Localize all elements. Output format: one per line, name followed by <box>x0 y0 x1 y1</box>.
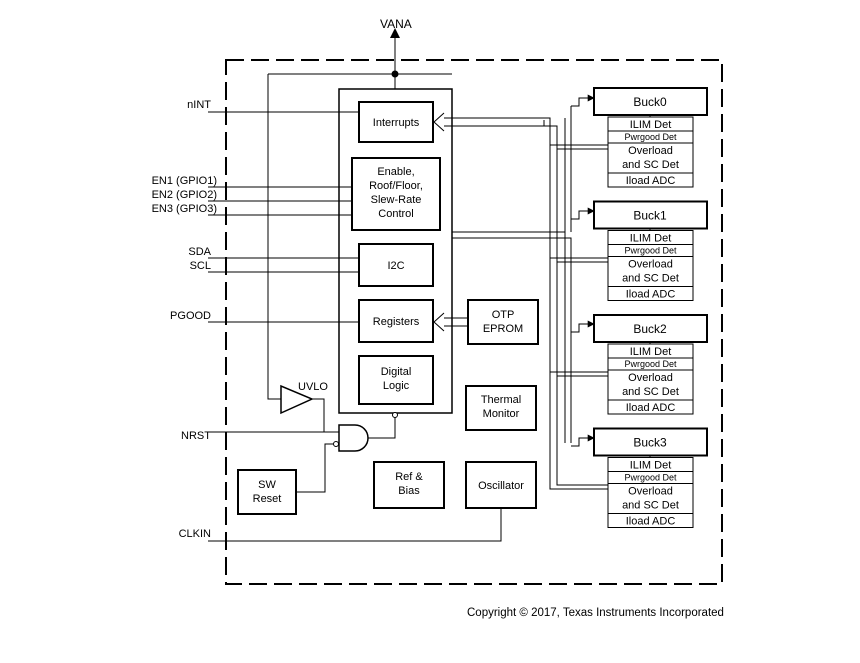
buck-name: Buck1 <box>633 209 667 223</box>
pin-en1: EN1 (GPIO1) <box>152 175 352 188</box>
interrupts-label: Interrupts <box>373 117 420 129</box>
pin-scl-label: SCL <box>190 260 211 272</box>
ref-bias-label: Ref &Bias <box>395 471 423 497</box>
buck-row-label: Overload <box>628 145 673 157</box>
buck-name: Buck0 <box>633 95 667 109</box>
pin-pgood: PGOOD <box>170 310 359 323</box>
buck-row <box>607 369 694 401</box>
uvlo-label: UVLO <box>298 381 328 393</box>
buck-header <box>593 314 708 343</box>
buck-row-label: Pwrgood Det <box>624 473 677 483</box>
vana-label: VANA <box>380 17 412 31</box>
buck-row-label: and SC Det <box>622 273 679 285</box>
pin-en1-label: EN1 (GPIO1) <box>152 175 217 187</box>
registers-label: Registers <box>373 316 420 328</box>
buck-row-label: and SC Det <box>622 159 679 171</box>
buck-row-label: ILIM Det <box>630 232 672 244</box>
pin-clkin: CLKIN <box>179 508 502 542</box>
pin-sda: SDA <box>188 246 359 259</box>
buck-row-label: Pwrgood Det <box>624 359 677 369</box>
registers-block: Registers <box>358 299 434 343</box>
buck-row-label: Pwrgood Det <box>624 132 677 142</box>
oscillator-label: Oscillator <box>478 480 524 492</box>
buck-row <box>607 142 694 174</box>
buck-row-label: Overload <box>628 486 673 498</box>
buck-row-label: Overload <box>628 259 673 271</box>
buck-row-label: and SC Det <box>622 386 679 398</box>
control-bus <box>452 94 595 447</box>
pin-pgood-label: PGOOD <box>170 310 211 322</box>
pin-en2: EN2 (GPIO2) <box>152 189 352 202</box>
pin-nrst-label: NRST <box>181 430 211 442</box>
oscillator-block: Oscillator <box>465 461 537 509</box>
buck-name: Buck2 <box>633 322 667 336</box>
buck-row-label: ILIM Det <box>630 119 672 131</box>
buck-row <box>607 172 694 188</box>
buck-header <box>593 427 708 457</box>
i2c-block: I2C <box>358 243 434 287</box>
i2c-label: I2C <box>387 260 404 272</box>
buck-name: Buck3 <box>633 436 667 450</box>
reset-and-gate <box>296 412 398 493</box>
buck-row-label: Iload ADC <box>626 402 676 414</box>
pin-sda-label: SDA <box>188 246 211 258</box>
buck-row <box>607 483 694 514</box>
buck-row <box>607 286 694 301</box>
interrupts-block: Interrupts <box>358 101 434 143</box>
buck-row-label: Pwrgood Det <box>624 246 677 256</box>
buck-row-label: and SC Det <box>622 500 679 512</box>
pin-en2-label: EN2 (GPIO2) <box>152 189 217 201</box>
pin-en3-label: EN3 (GPIO3) <box>152 203 217 215</box>
buck-row <box>607 513 694 528</box>
ref-bias-block: Ref &Bias <box>373 461 445 509</box>
pin-clkin-label: CLKIN <box>179 528 211 540</box>
copyright: Copyright © 2017, Texas Instruments Inco… <box>467 607 724 619</box>
uvlo-buffer: UVLO <box>280 381 339 433</box>
pin-scl: SCL <box>190 260 359 273</box>
vana-supply: VANA <box>380 17 412 78</box>
buck-row-label: Iload ADC <box>626 515 676 527</box>
buck-row <box>607 256 694 287</box>
buck-row <box>607 399 694 415</box>
pin-en3: EN3 (GPIO3) <box>152 203 352 216</box>
pin-nint: nINT <box>187 99 359 113</box>
buck-row-label: ILIM Det <box>630 346 672 358</box>
buck-row-label: Iload ADC <box>626 175 676 187</box>
buck-row-label: Iload ADC <box>626 288 676 300</box>
pin-nrst: NRST <box>181 430 324 442</box>
otp-to-registers-arrow <box>433 312 468 332</box>
buck-row-label: Overload <box>628 372 673 384</box>
status-bus <box>433 112 610 490</box>
buck-row-label: ILIM Det <box>630 459 672 471</box>
pin-nint-label: nINT <box>187 99 211 111</box>
